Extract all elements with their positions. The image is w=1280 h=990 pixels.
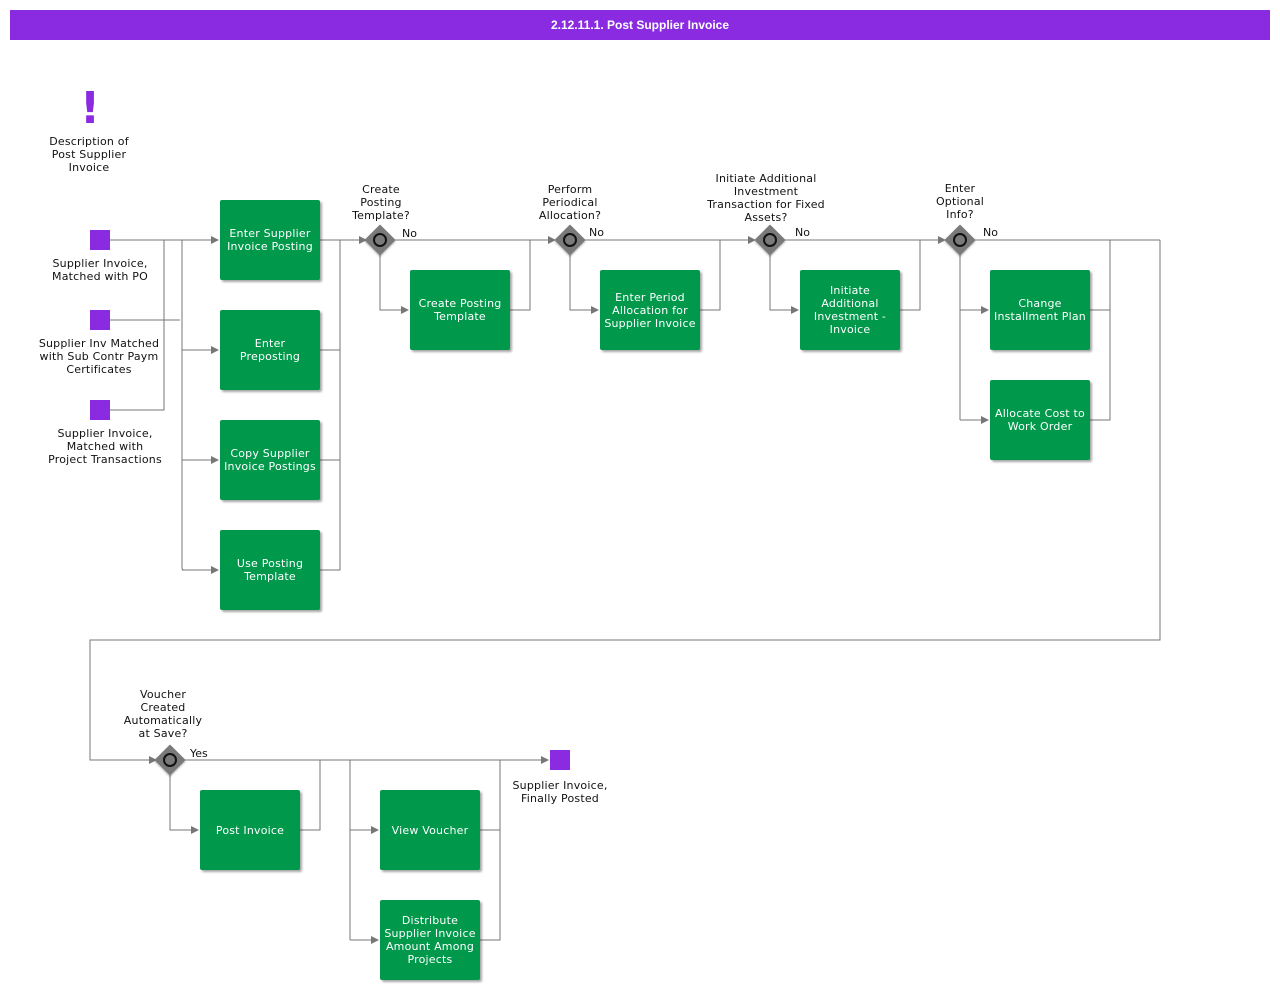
connector — [300, 760, 321, 831]
task-enter-period-allocation[interactable]: Enter Period Allocation for Supplier Inv… — [600, 270, 700, 350]
connector — [700, 236, 756, 311]
task-allocate-cost-to-work-order[interactable]: Allocate Cost to Work Order — [990, 380, 1090, 460]
task-enter-supplier-invoice-posting[interactable]: Enter Supplier Invoice Posting — [220, 200, 320, 280]
task-post-invoice[interactable]: Post Invoice — [200, 790, 300, 870]
task-change-installment-plan[interactable]: Change Installment Plan — [990, 270, 1090, 350]
gateway-branch-label: Yes — [190, 747, 208, 760]
task-create-posting-template[interactable]: Create Posting Template — [410, 270, 510, 350]
connector — [110, 240, 165, 411]
task-copy-supplier-invoice-postings[interactable]: Copy Supplier Invoice Postings — [220, 420, 320, 500]
task-distribute-supplier-invoice[interactable]: Distribute Supplier Invoice Amount Among… — [380, 900, 480, 980]
task-view-voucher[interactable]: View Voucher — [380, 790, 480, 870]
end-event-label: Supplier Invoice, Finally Posted — [512, 779, 608, 805]
gateway-question: Enter Optional Info? — [935, 182, 985, 221]
task-initiate-additional-investment[interactable]: Initiate Additional Investment - Invoice — [800, 270, 900, 350]
connector — [320, 240, 341, 571]
gateway-branch-label: No — [795, 226, 810, 239]
task-enter-preposting[interactable]: Enter Preposting — [220, 310, 320, 390]
connector — [480, 760, 501, 941]
connector — [769, 254, 799, 314]
connector — [379, 254, 409, 314]
page-title: 2.12.11.1. Post Supplier Invoice — [10, 10, 1270, 40]
start-event-label: Supplier Invoice, Matched with Project T… — [48, 427, 162, 466]
connector — [89, 240, 1161, 764]
start-event-label: Supplier Invoice, Matched with PO — [52, 257, 148, 283]
gateway-branch-label: No — [402, 227, 417, 240]
gateway-branch-label: No — [983, 226, 998, 239]
connector — [169, 774, 199, 834]
annotation-text: Description of Post Supplier Invoice — [49, 135, 129, 174]
gateway-question: Initiate Additional Investment Transacti… — [707, 172, 825, 224]
connector — [569, 254, 599, 314]
connector — [181, 240, 185, 571]
task-use-posting-template[interactable]: Use Posting Template — [220, 530, 320, 610]
end-event[interactable] — [550, 750, 570, 770]
gateway-ring-icon — [373, 233, 387, 247]
gateway-question: Create Posting Template? — [352, 183, 410, 222]
gateway-ring-icon — [563, 233, 577, 247]
start-event-po[interactable] — [90, 230, 110, 250]
gateway-ring-icon — [953, 233, 967, 247]
gateway-question: Perform Periodical Allocation? — [538, 183, 602, 222]
connector — [510, 236, 556, 311]
gateway-ring-icon — [763, 233, 777, 247]
gateway-ring-icon — [163, 753, 177, 767]
start-event-label: Supplier Inv Matched with Sub Contr Paym… — [38, 337, 160, 376]
start-event-project[interactable] — [90, 400, 110, 420]
connector — [900, 236, 946, 311]
gateway-question: Voucher Created Automatically at Save? — [123, 688, 203, 740]
connector — [1090, 240, 1111, 421]
exclamation-icon: ! — [80, 83, 101, 134]
gateway-branch-label: No — [589, 226, 604, 239]
start-event-subcontract[interactable] — [90, 310, 110, 330]
